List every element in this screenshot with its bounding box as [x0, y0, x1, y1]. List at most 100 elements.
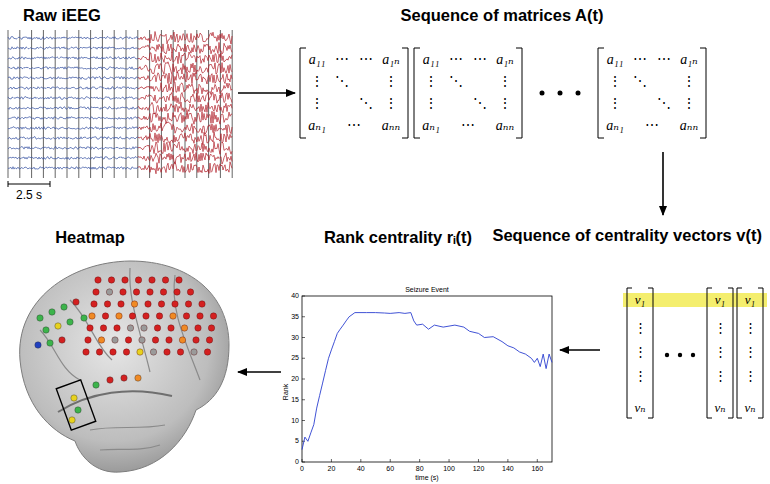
matrix-ellipsis: ⋮	[310, 74, 324, 89]
tick-label: 0	[295, 458, 299, 466]
electrode	[55, 323, 61, 329]
electrode	[122, 277, 128, 283]
matrix-bracket	[700, 48, 706, 138]
eeg-baseline-trace	[8, 147, 138, 150]
tick-label: 5	[295, 437, 299, 445]
ellipsis-dot	[540, 91, 545, 96]
vector-entry: ν₁	[635, 293, 645, 307]
vector-ellipsis: ⋮	[744, 345, 757, 359]
axis-tick	[331, 459, 332, 462]
matrix-bracket	[516, 48, 522, 138]
stage-panel: Sequence of matrices A(t)	[295, 2, 715, 152]
axis-tick	[360, 459, 361, 462]
matrix-entry: aₙₙ	[680, 118, 698, 133]
eeg-seizure-trace	[138, 62, 232, 74]
electrode	[125, 337, 131, 343]
electrode	[156, 313, 162, 319]
matrix-ellipsis: ⋮	[608, 96, 622, 111]
electrode	[118, 301, 124, 307]
eeg-seizure-trace	[138, 111, 232, 124]
tick-label: 120	[473, 465, 485, 473]
electrode	[87, 325, 93, 331]
eeg-seizure-trace	[138, 162, 232, 174]
matrix-entry: a₁ₙ	[496, 52, 514, 67]
plot-title: Seizure Event	[405, 286, 449, 294]
electrode	[139, 337, 145, 343]
matrix-bracket	[414, 48, 420, 138]
electrode	[71, 395, 77, 401]
eeg-baseline-trace	[8, 107, 138, 110]
electrode	[181, 325, 187, 331]
electrode	[166, 337, 172, 343]
tick-label: 30	[291, 334, 299, 342]
grid-line	[55, 30, 56, 178]
electrode	[208, 325, 214, 331]
vector-bracket	[758, 288, 763, 418]
vector-ellipsis: ⋮	[714, 321, 727, 335]
axis-tick	[302, 358, 305, 359]
electrode	[67, 319, 73, 325]
electrode	[104, 301, 110, 307]
ellipsis-dot	[678, 353, 682, 357]
vector-entry: ν₁	[715, 293, 725, 307]
vector-entry: ν₁	[745, 293, 755, 307]
electrode	[116, 313, 122, 319]
electrode	[85, 337, 91, 343]
matrix-entry: aₙₙ	[382, 118, 400, 133]
electrode	[106, 289, 112, 295]
matrix-ellipsis: ⋮	[424, 96, 438, 111]
grid-line	[102, 30, 103, 178]
matrix-ellipsis: ⋮	[498, 74, 512, 89]
grid-line	[67, 30, 68, 178]
electrode	[107, 377, 113, 383]
electrode	[37, 315, 43, 321]
flow-arrow	[662, 152, 664, 215]
axis-tick	[537, 459, 538, 462]
eeg-baseline-trace	[8, 77, 138, 80]
brain-surface	[20, 261, 229, 472]
electrode	[206, 337, 212, 343]
electrode	[154, 325, 160, 331]
electrode	[35, 342, 41, 348]
grid-line	[78, 30, 79, 178]
electrode	[150, 349, 156, 355]
electrode	[195, 325, 201, 331]
tick-label: 0	[300, 465, 304, 473]
axis-tick	[302, 420, 305, 421]
electrode	[131, 301, 137, 307]
matrix-entry: a₁₁	[423, 52, 440, 67]
matrix-ellipsis: ⋱	[449, 74, 463, 89]
electrode	[93, 289, 99, 295]
axis-tick	[302, 399, 305, 400]
matrix-ellipsis: ⋱	[633, 74, 647, 89]
grid-line	[43, 30, 44, 178]
axis-tick	[302, 379, 305, 380]
electrode	[120, 289, 126, 295]
eeg-seizure-trace	[138, 32, 232, 45]
electrode	[110, 349, 116, 355]
matrix-ellipsis: ⋮	[384, 96, 398, 111]
electrode	[193, 337, 199, 343]
matrix-entry: aₙ₁	[308, 118, 326, 133]
electrode	[100, 325, 106, 331]
electrode	[96, 349, 102, 355]
eeg-seizure-trace	[138, 82, 232, 94]
electrode	[114, 325, 120, 331]
matrix-ellipsis: ⋮	[384, 74, 398, 89]
tick-label: 60	[386, 465, 394, 473]
electrode	[123, 349, 129, 355]
grid-line	[137, 30, 138, 178]
axis-tick	[302, 459, 303, 462]
electrode	[158, 301, 164, 307]
electrode	[95, 277, 101, 283]
highlight-band	[623, 293, 767, 307]
axis-tick	[478, 459, 479, 462]
tick-label: 80	[416, 465, 424, 473]
electrode	[108, 277, 114, 283]
highlight-box	[56, 380, 95, 430]
eeg-baseline-trace	[8, 47, 138, 50]
tick-label: 20	[328, 465, 336, 473]
matrix-ellipsis: ⋯	[461, 118, 475, 133]
